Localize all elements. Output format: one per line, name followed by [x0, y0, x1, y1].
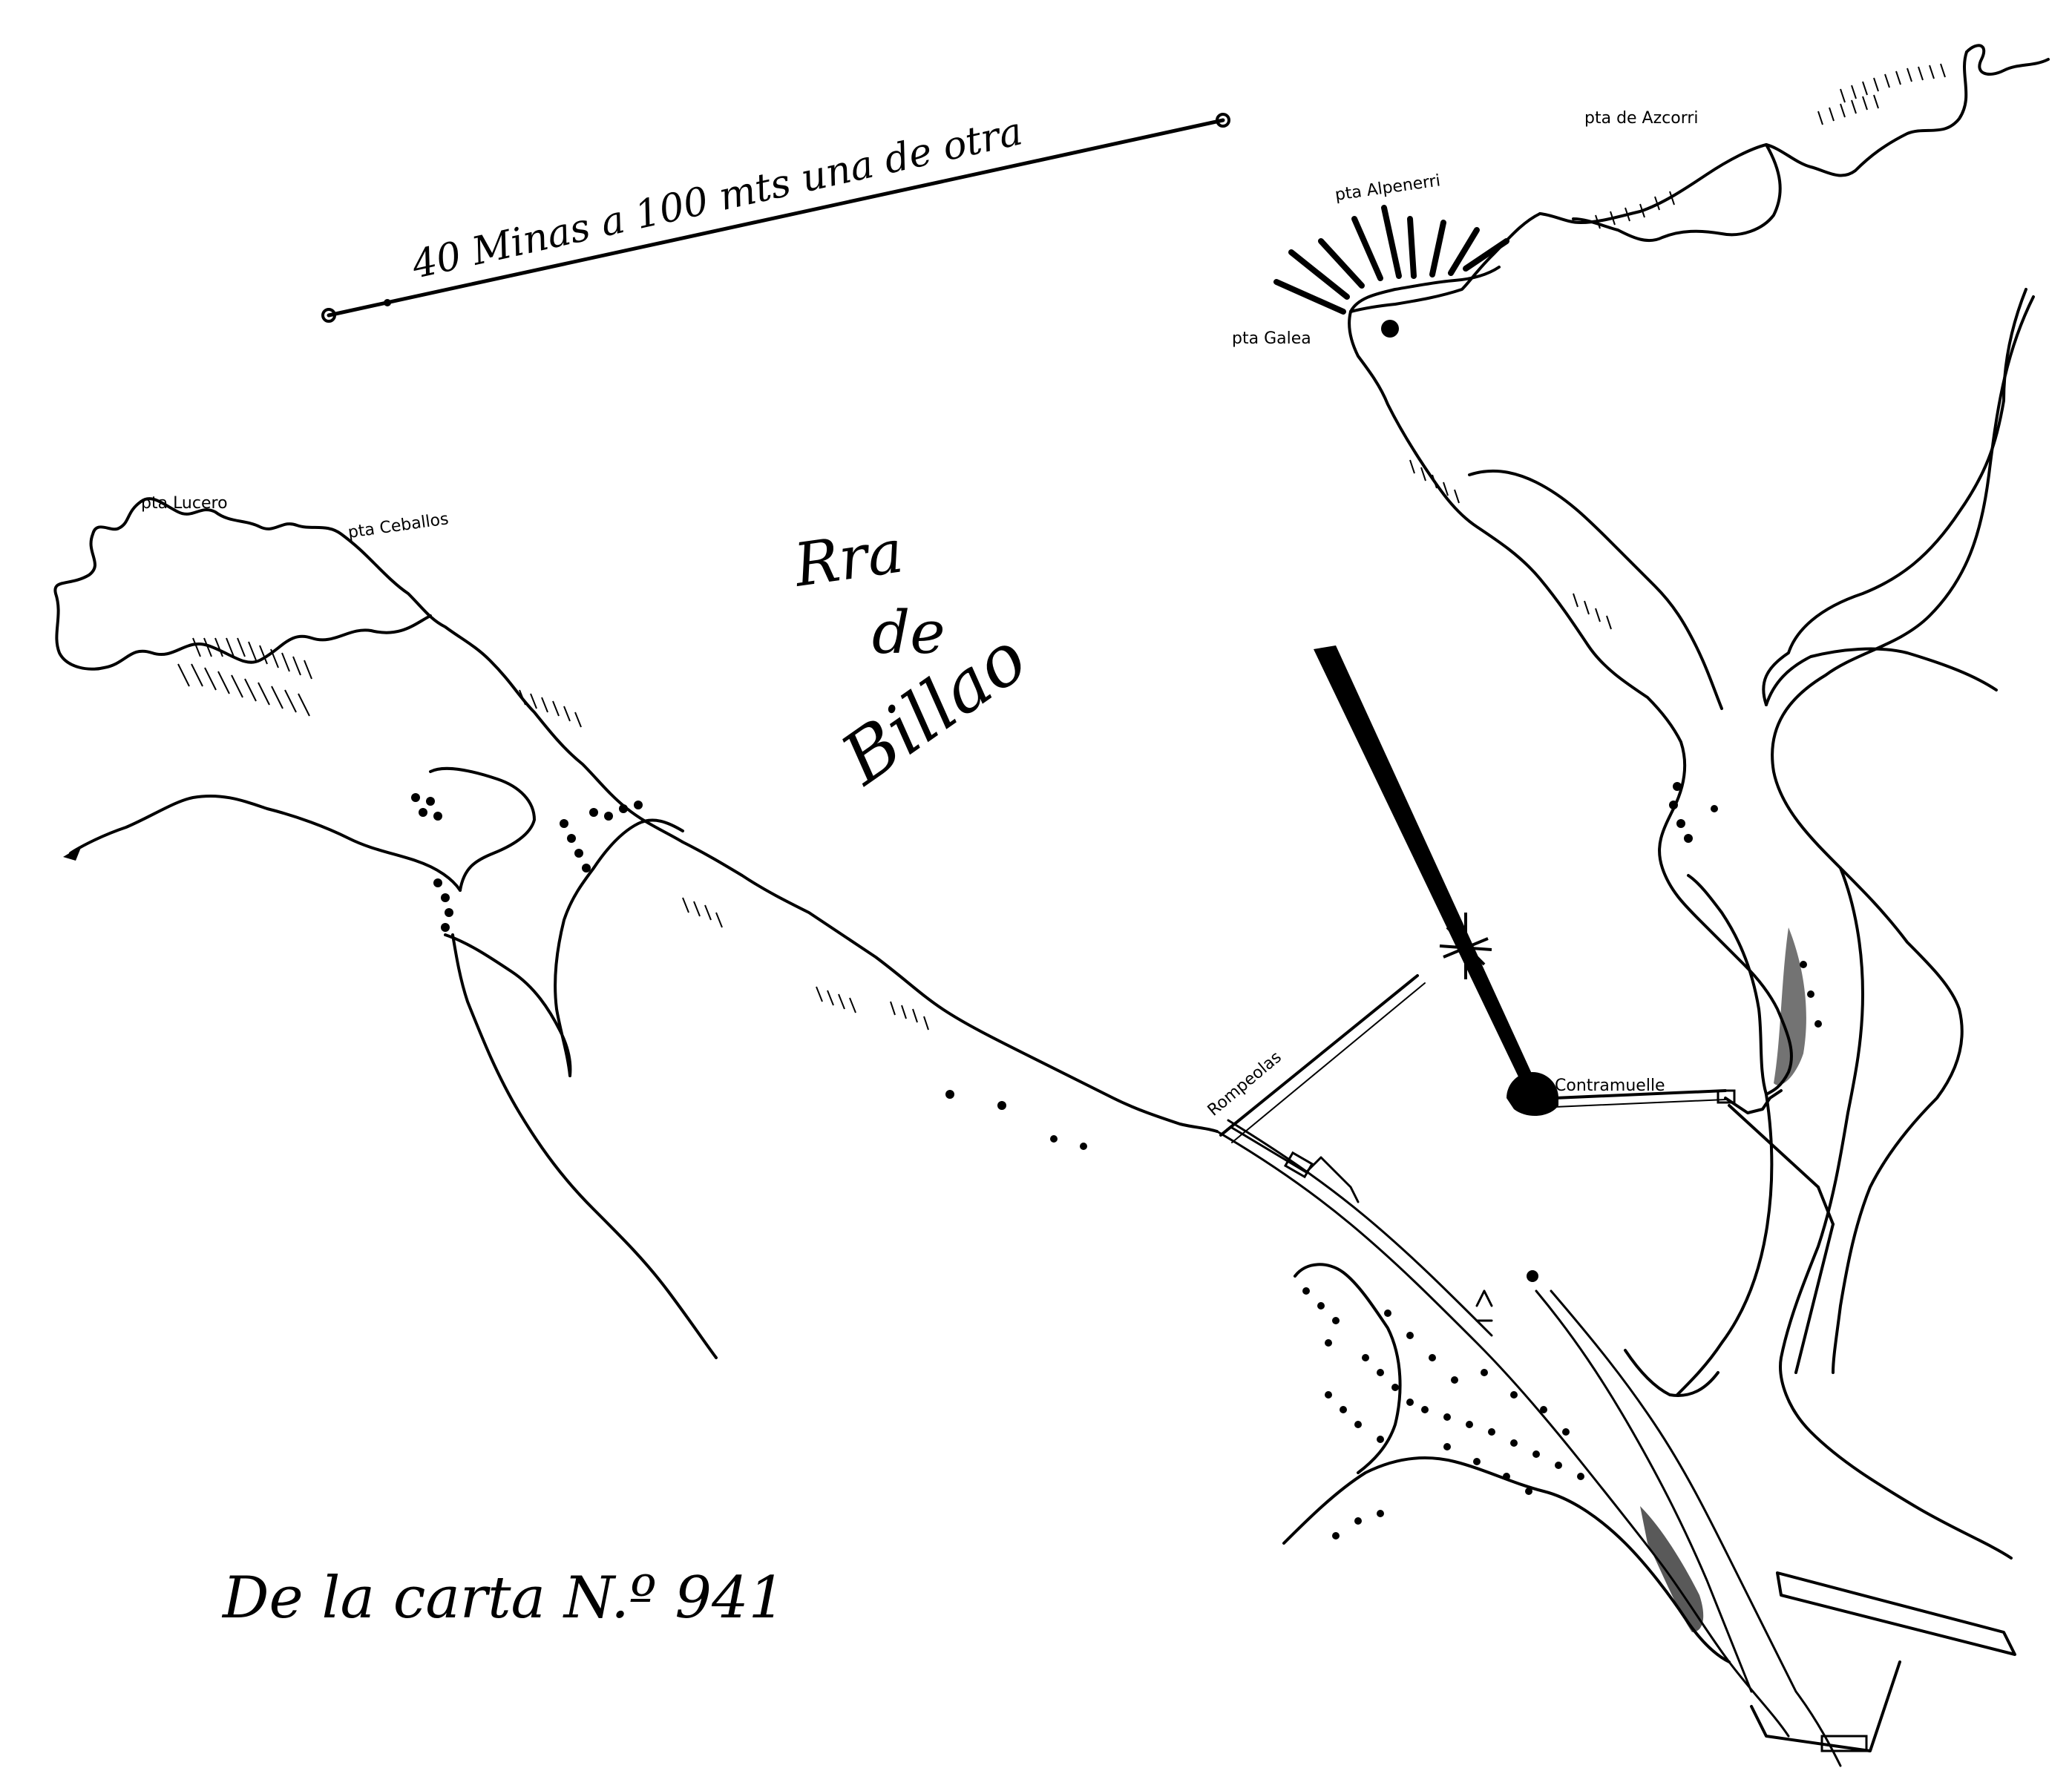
scale-bar-label: 40 Minas a 100 mts una de otra — [407, 109, 1026, 288]
torpedo-line — [1314, 645, 1538, 1282]
caption: De la carta N.º 941 — [221, 1565, 785, 1631]
east-jetty — [1750, 1571, 2016, 1752]
west-land-hatching — [177, 637, 929, 1031]
east-coastline — [1348, 44, 2050, 1096]
galea-headland — [1273, 205, 1509, 338]
rompeolas-structure — [1216, 974, 1842, 1767]
label-lucero: pta Lucero — [141, 494, 228, 513]
sea-label-line-1: Rra — [789, 516, 908, 600]
label-galea: pta Galea — [1232, 329, 1311, 348]
east-coast-hatching — [1409, 63, 1946, 630]
shoal-dots-west — [411, 793, 1087, 1150]
shoal-dark-east — [1774, 927, 1806, 1085]
lower-delta — [1282, 1263, 1731, 1663]
east-shoal-dots — [1669, 782, 1822, 1028]
contramuelle-structure — [1507, 1072, 1835, 1374]
label-ceballos: pta Ceballos — [347, 510, 450, 542]
west-coastline — [53, 497, 1219, 1359]
scale-bar: 40 Minas a 100 mts una de otra — [321, 109, 1230, 323]
label-azcorri: pta de Azcorri — [1584, 109, 1699, 128]
delta-dots — [1302, 1287, 1584, 1539]
label-contramuelle: Contramuelle — [1555, 1077, 1665, 1095]
sea-label: Rra de Billao — [789, 516, 1042, 801]
sea-label-line-2: de — [872, 598, 945, 667]
river-channels — [1676, 288, 2035, 1560]
label-alpenerri: pta Alpenerri — [1334, 171, 1441, 205]
delta-dark-shoal — [1640, 1506, 1704, 1632]
